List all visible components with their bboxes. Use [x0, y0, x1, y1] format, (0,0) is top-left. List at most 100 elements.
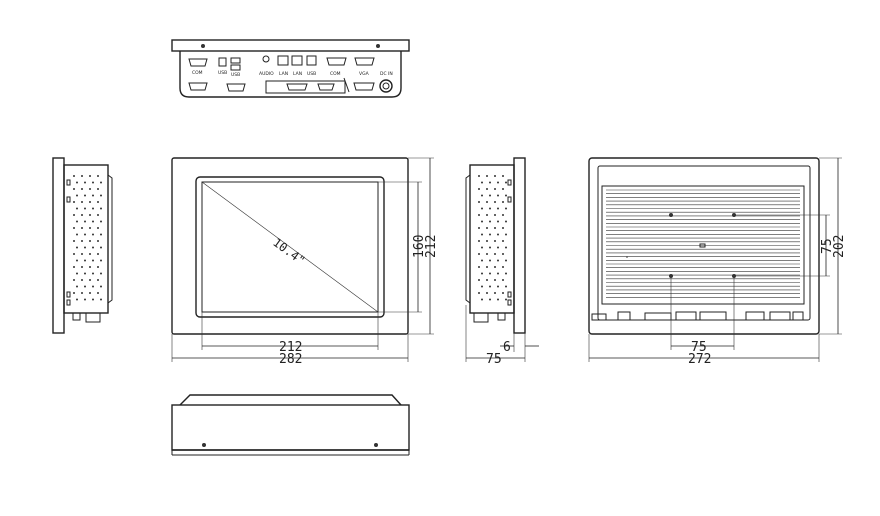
vent-hole [486, 266, 488, 268]
bottom-view-top-edge [179, 394, 402, 406]
vent-hole [478, 292, 480, 294]
vent-hole [481, 272, 483, 275]
vent-hole [486, 188, 488, 190]
vent-hole [494, 175, 496, 177]
right-side-foot [497, 313, 506, 321]
vent-hole [100, 220, 102, 223]
vent-hole [81, 201, 83, 203]
usb-port-1-label: USB [218, 70, 227, 76]
rear-total-height-label: 202 [832, 235, 847, 258]
vent-hole [73, 227, 75, 229]
vent-hole [497, 194, 499, 197]
right-side-connector [473, 312, 489, 323]
dc-in-port-label: DC IN [380, 71, 393, 77]
vent-hole [73, 253, 75, 255]
right-side-slot [507, 196, 512, 203]
vent-hole [497, 259, 499, 262]
vent-hole [81, 214, 83, 216]
vent-hole [481, 246, 483, 249]
vent-hole [497, 220, 499, 223]
vent-hole [505, 233, 507, 236]
divider-line [343, 77, 350, 93]
vent-hole [481, 181, 483, 184]
vent-hole [97, 201, 99, 203]
vent-hole [92, 207, 94, 210]
vent-hole [92, 259, 94, 262]
vent-hole [478, 266, 480, 268]
vent-hole [489, 272, 491, 275]
vent-hole [497, 181, 499, 184]
vent-hole [84, 246, 86, 249]
dc-in-port: DC IN [379, 71, 393, 93]
vent-hole [489, 233, 491, 236]
db-port-lower-1 [188, 82, 208, 91]
vga-port-label: VGA [359, 71, 370, 77]
diagonal-line [201, 181, 379, 313]
right-side-vents [478, 175, 507, 301]
vent-hole [486, 214, 488, 216]
vent-hole [81, 279, 83, 281]
front-total-height-label: 212 [424, 235, 439, 258]
rear-outer-frame [588, 157, 820, 335]
vent-hole [505, 181, 507, 184]
vent-hole [73, 240, 75, 242]
rear-port-strip [591, 311, 804, 321]
vent-hole [486, 201, 488, 203]
side-bezel-label: 6 [503, 340, 511, 355]
vent-hole [84, 259, 86, 262]
vent-hole [489, 298, 491, 301]
vent-hole [92, 272, 94, 275]
rear-port [617, 311, 631, 321]
vent-hole [497, 298, 499, 301]
lan-port-2: LAN [291, 55, 303, 77]
rear-label-mark [699, 243, 706, 248]
left-side-connector [85, 312, 101, 323]
vent-hole [502, 175, 504, 177]
vent-hole [478, 253, 480, 255]
front-display-frame [195, 176, 385, 318]
vent-hole [84, 233, 86, 236]
rear-port [745, 311, 765, 321]
vent-hole [97, 279, 99, 281]
vent-hole [100, 207, 102, 210]
vent-hole [76, 207, 78, 210]
vent-hole [505, 298, 507, 301]
usb-port-3: USB [306, 55, 317, 77]
db-port-right [317, 83, 335, 91]
rear-heatsink-fins [606, 189, 800, 298]
vent-hole [81, 253, 83, 255]
vent-hole [497, 272, 499, 275]
db-port-lower-2 [226, 83, 246, 92]
vent-hole [89, 292, 91, 294]
vent-hole [76, 181, 78, 184]
vent-hole [89, 201, 91, 203]
left-side-body [63, 164, 109, 314]
db-port-center [286, 83, 308, 91]
rear-heatsink-area [601, 185, 805, 305]
vent-hole [76, 259, 78, 262]
com-port-2-label: COM [330, 71, 341, 77]
com-port-2: COM [326, 57, 347, 77]
screw-icon [376, 44, 380, 48]
vent-hole [73, 214, 75, 216]
vent-hole [89, 175, 91, 177]
vent-hole [489, 207, 491, 210]
vent-hole [497, 207, 499, 210]
vent-hole [97, 292, 99, 294]
vent-hole [81, 292, 83, 294]
rear-vesa-height-label: 75 [820, 238, 835, 254]
vent-hole [100, 259, 102, 262]
vent-hole [478, 240, 480, 242]
vent-hole [486, 279, 488, 281]
vent-hole [84, 181, 86, 184]
left-side-foot [72, 313, 81, 321]
right-side-lip [465, 174, 471, 304]
db-port-lower-3 [353, 82, 375, 91]
vent-hole [81, 240, 83, 242]
rear-port [591, 313, 607, 321]
vent-hole [502, 214, 504, 216]
rear-marker-dot [626, 256, 628, 258]
vent-hole [481, 298, 483, 301]
vent-hole [81, 227, 83, 229]
vent-hole [502, 227, 504, 229]
